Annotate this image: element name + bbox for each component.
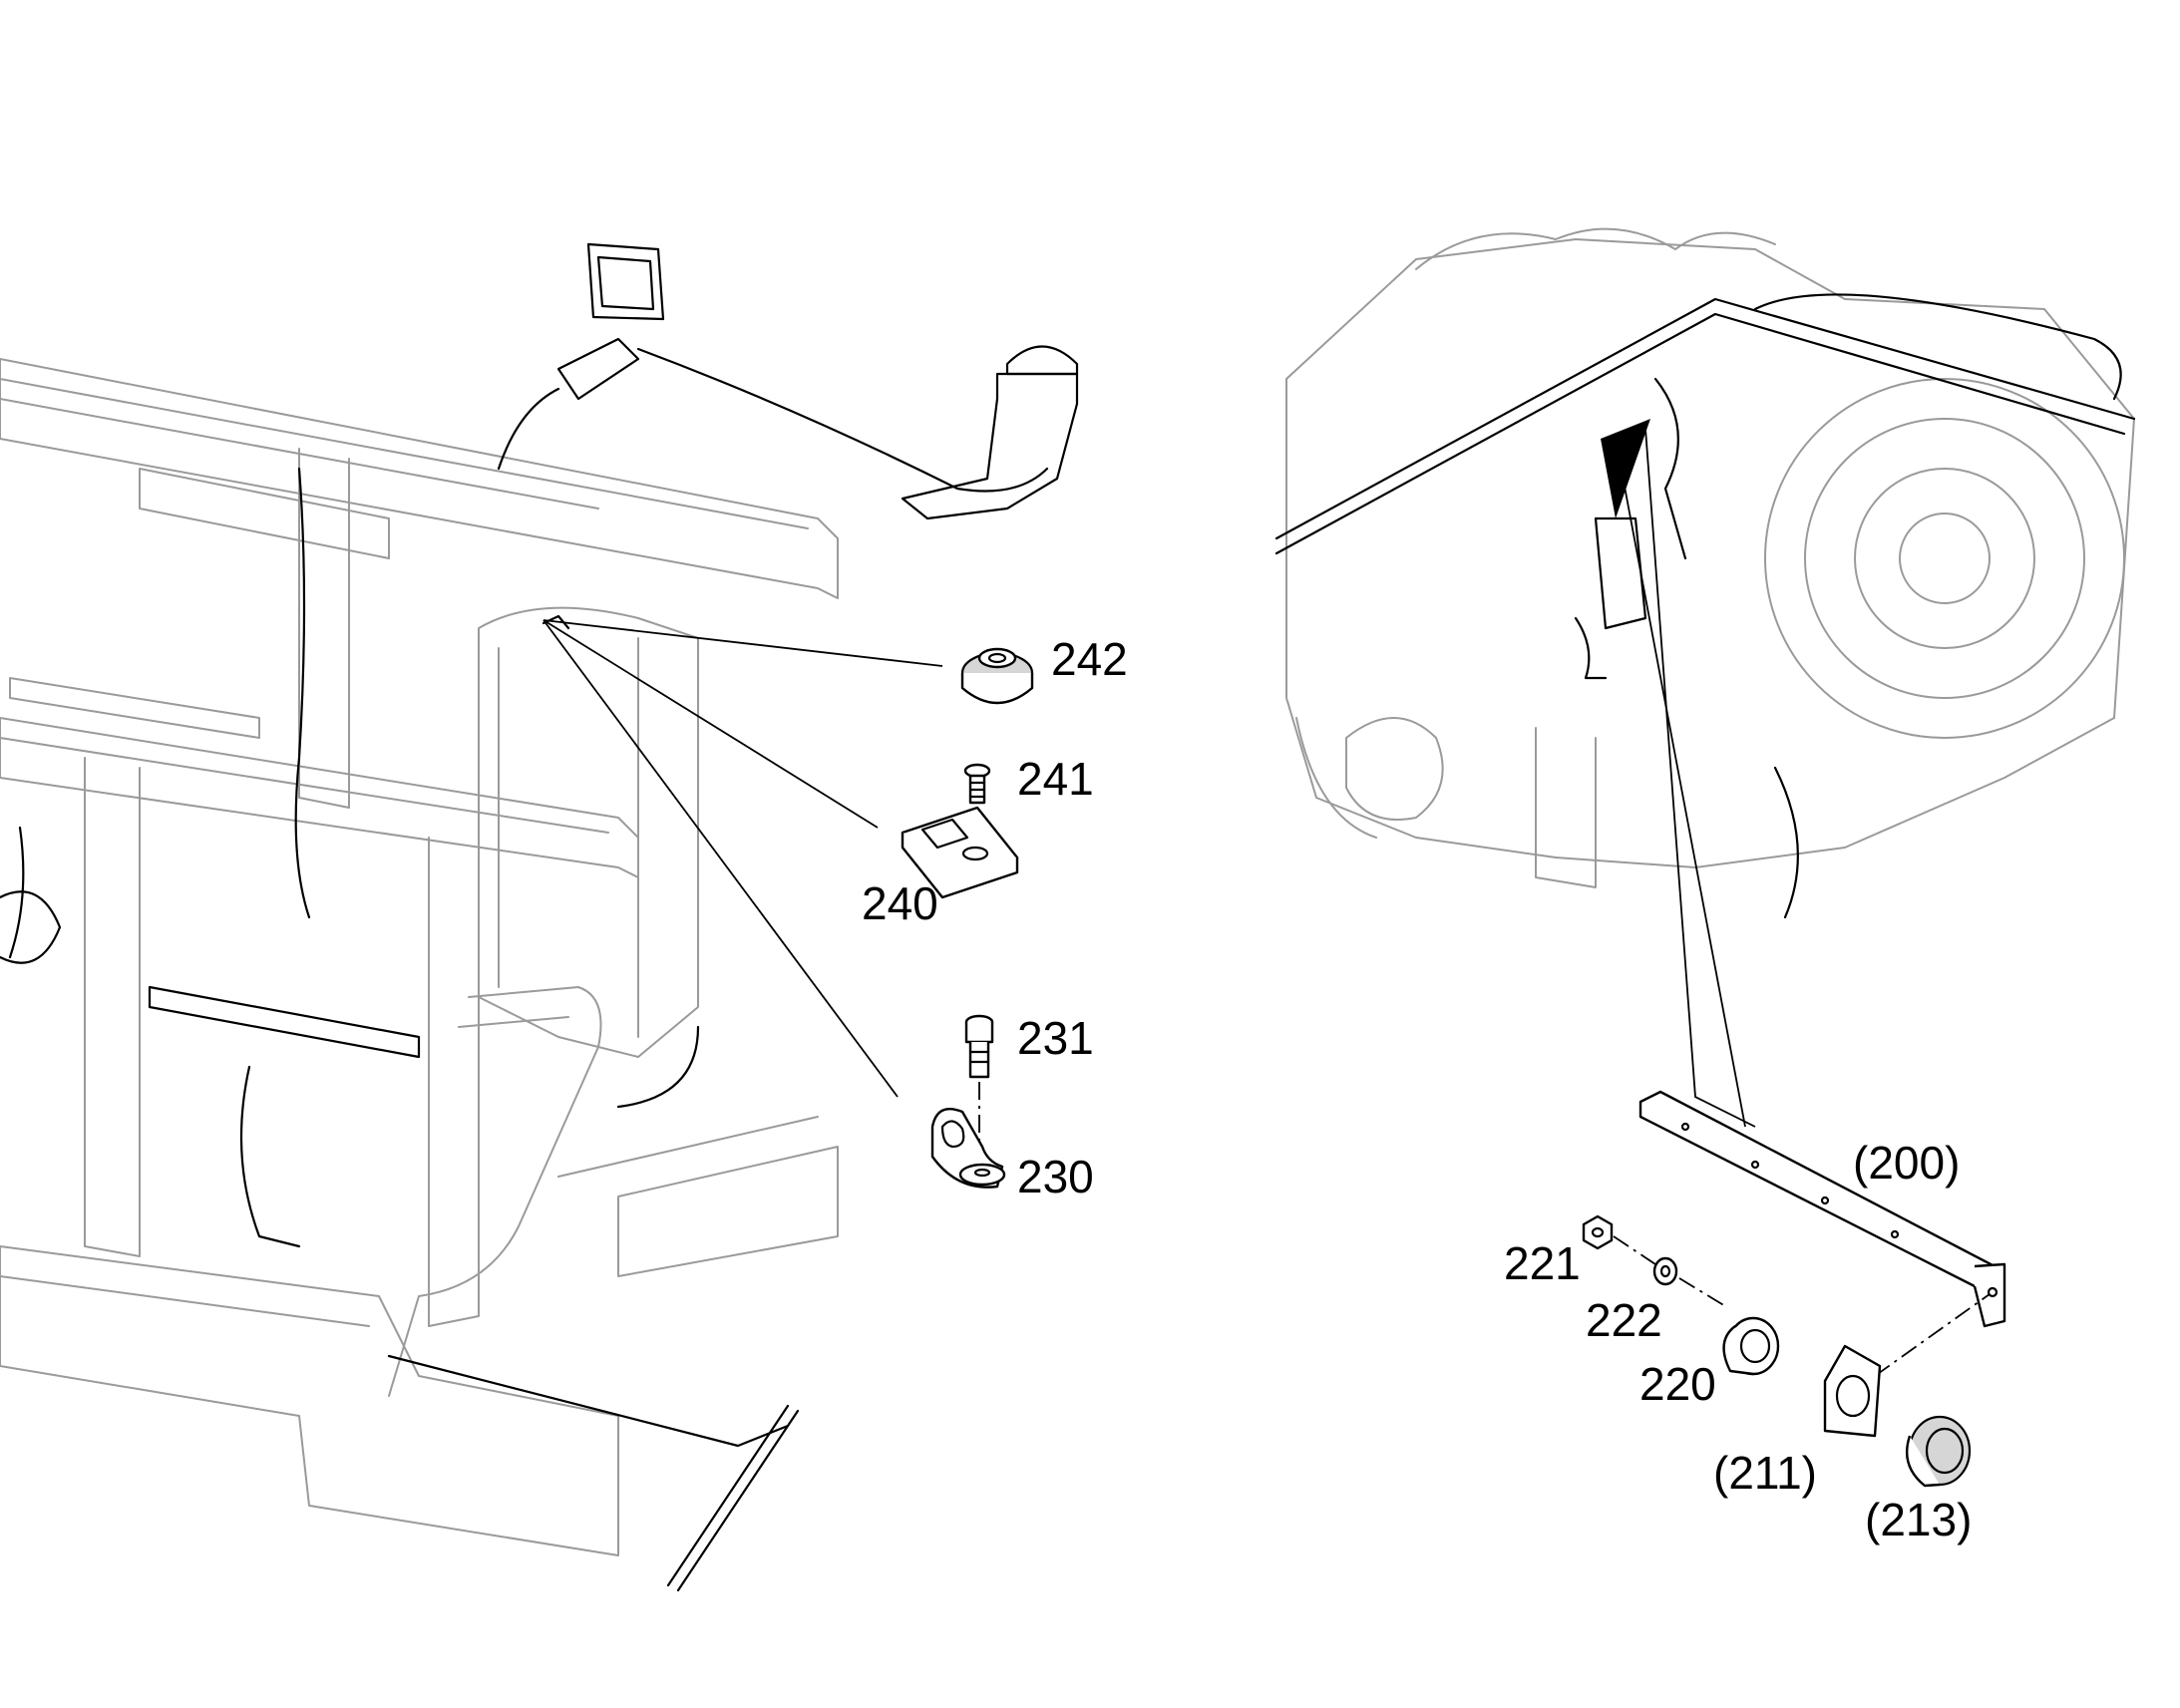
pointer-lines [1615, 428, 1756, 1128]
machine-frame-assembly [0, 242, 1079, 1592]
callout-241: 241 [1017, 753, 1094, 805]
part-213-connector [1905, 1415, 1972, 1488]
part-241-screw [963, 763, 991, 805]
callout-231: 231 [1017, 1012, 1094, 1064]
callout-200: (200) [1853, 1137, 1960, 1189]
part-200-bracket [1638, 1090, 2006, 1328]
part-231-bolt [964, 1014, 994, 1157]
part-221-nut [1582, 1214, 1614, 1250]
callout-240: 240 [862, 877, 938, 929]
part-230-p-clamp [930, 1107, 1006, 1189]
callout-222: 222 [1586, 1294, 1662, 1346]
callout-211: (211) [1713, 1447, 1817, 1499]
callout-230: 230 [1017, 1151, 1094, 1202]
callout-221: 221 [1504, 1237, 1581, 1289]
part-222-washer [1652, 1256, 1678, 1286]
callout-242: 242 [1051, 633, 1128, 685]
engine-assembly [1274, 227, 2136, 919]
part-211-flange [1823, 1344, 1882, 1438]
part-242-grommet [960, 647, 1034, 705]
part-220-plug [1722, 1316, 1780, 1376]
callout-213: (213) [1865, 1494, 1972, 1545]
part-240-clip-holder [901, 806, 1019, 899]
callout-220: 220 [1639, 1358, 1716, 1410]
leader-lines-left [543, 619, 943, 1098]
